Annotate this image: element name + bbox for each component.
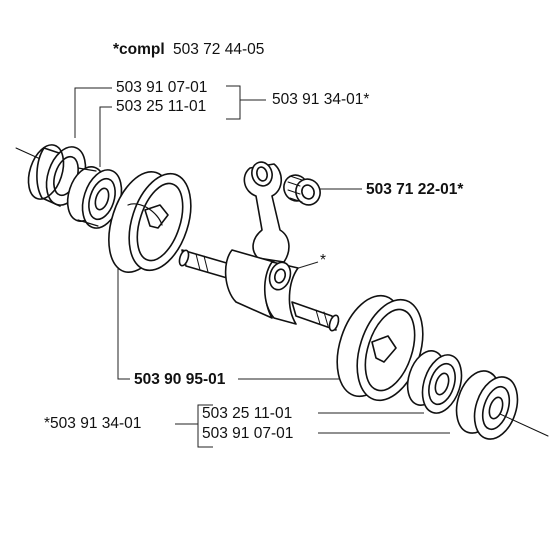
assembly-header: *compl 503 72 44-05 bbox=[113, 41, 264, 58]
label-upper-bearing-inner: 503 25 11-01 bbox=[116, 98, 206, 115]
ball-bearing-upper bbox=[66, 166, 123, 229]
label-crank-marker: * bbox=[320, 252, 326, 269]
crankshaft-lower-journal bbox=[291, 301, 340, 332]
label-needle-bearing: 503 71 22-01* bbox=[366, 181, 464, 198]
exploded-parts bbox=[15, 144, 549, 440]
label-upper-bearing-outer: 503 91 07-01 bbox=[116, 79, 207, 96]
shaft-axis-lower bbox=[499, 413, 549, 437]
crank-web-upper bbox=[108, 170, 192, 274]
label-lower-kit: *503 91 34-01 bbox=[44, 415, 141, 432]
needle-bearing bbox=[283, 174, 321, 206]
label-lower-bearing-outer: 503 91 07-01 bbox=[202, 425, 293, 442]
header-number: 503 72 44-05 bbox=[173, 41, 264, 58]
connecting-rod bbox=[243, 161, 290, 263]
label-crankshaft: 503 90 95-01 bbox=[134, 371, 226, 388]
ball-bearing-lower bbox=[406, 350, 463, 414]
label-lower-bearing-inner: 503 25 11-01 bbox=[202, 405, 292, 422]
crank-webs bbox=[224, 249, 299, 325]
label-upper-kit: 503 91 34-01* bbox=[272, 91, 369, 108]
header-prefix: *compl bbox=[113, 41, 165, 58]
seal-ring-lower bbox=[455, 370, 519, 440]
crank-web-lower bbox=[336, 294, 424, 402]
